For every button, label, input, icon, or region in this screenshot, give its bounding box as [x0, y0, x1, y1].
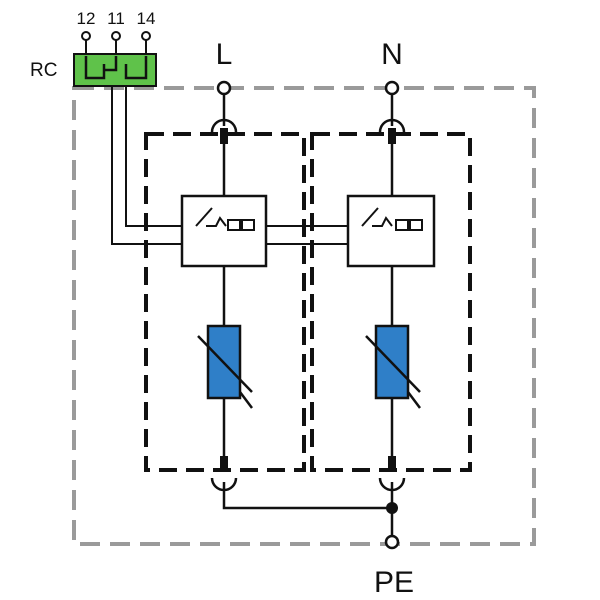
terminal-14-pin — [141, 31, 151, 41]
n-path — [346, 80, 436, 550]
rc-contact-block — [73, 31, 348, 245]
line-label: L — [216, 38, 233, 71]
outer-enclosure — [72, 86, 536, 546]
terminal-14-label: 14 — [137, 9, 156, 28]
l-disconnector — [180, 194, 268, 268]
pe-terminal — [384, 534, 400, 550]
terminal-11-label: 11 — [107, 9, 125, 28]
terminal-12-pin — [81, 31, 91, 41]
l-path — [180, 80, 392, 510]
neutral-label: N — [381, 38, 403, 71]
pe-junction-dot — [386, 502, 398, 514]
rc-label: RC — [30, 60, 57, 81]
terminal-11-pin — [111, 31, 121, 41]
l-terminal — [216, 80, 232, 96]
terminal-12-label: 12 — [77, 9, 96, 28]
protective-earth-label: PE — [374, 566, 414, 599]
n-terminal — [384, 80, 400, 96]
n-disconnector — [346, 194, 436, 268]
